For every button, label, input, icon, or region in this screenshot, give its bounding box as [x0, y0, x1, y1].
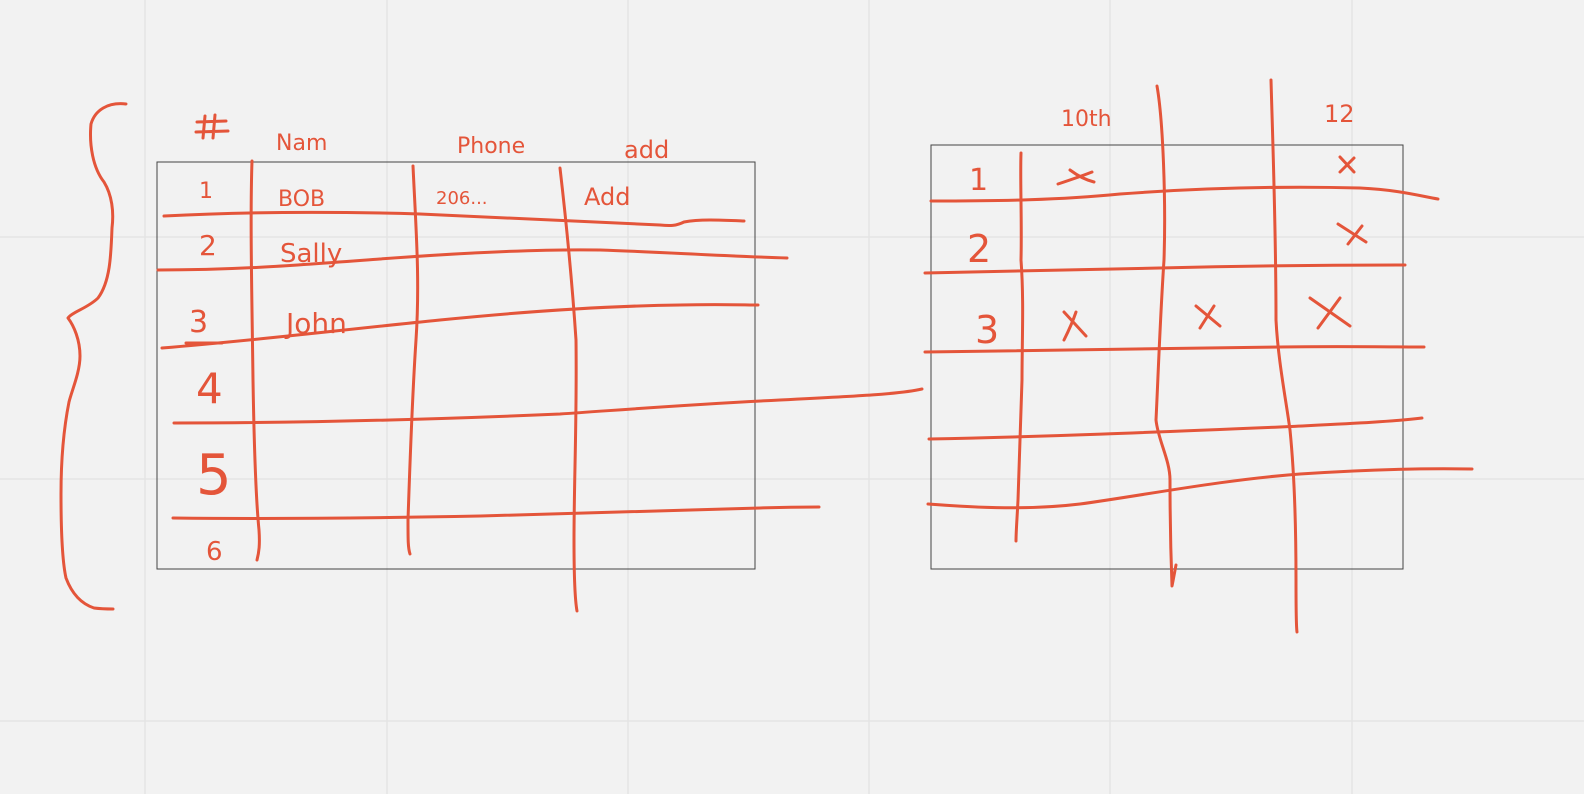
- x-mark[interactable]: [1336, 222, 1368, 246]
- left-row-number-4[interactable]: 4: [196, 364, 223, 413]
- right-table-row-line[interactable]: [926, 467, 1474, 510]
- left-header-address[interactable]: add: [624, 136, 669, 164]
- left-row-number-6[interactable]: 6: [206, 537, 223, 567]
- right-row-number-1[interactable]: 1: [969, 163, 988, 198]
- right-table-column-line[interactable]: [1154, 84, 1178, 588]
- right-table-frame[interactable]: [930, 144, 1404, 570]
- right-header-12[interactable]: 12: [1324, 100, 1355, 128]
- x-mark[interactable]: [1308, 296, 1352, 330]
- left-cell-name-1[interactable]: BOB: [278, 187, 325, 212]
- left-table-row-line[interactable]: [156, 248, 789, 272]
- x-mark[interactable]: [1338, 155, 1356, 174]
- left-row-number-1[interactable]: 1: [199, 179, 213, 204]
- ink-strokes: [59, 78, 1474, 634]
- left-table-row-line[interactable]: [171, 505, 821, 520]
- left-cell-name-3[interactable]: John: [284, 307, 347, 340]
- ink-text-layer: Nam Phone add 1 2 3 4 5 6 BOB 206... Add…: [189, 100, 1355, 567]
- right-table-row-line[interactable]: [923, 263, 1407, 275]
- right-table-row-line[interactable]: [923, 345, 1426, 354]
- right-table-row-line[interactable]: [929, 185, 1440, 203]
- right-row-number-3[interactable]: 3: [975, 308, 999, 352]
- right-table-column-line[interactable]: [1014, 151, 1025, 543]
- left-table-column-line[interactable]: [558, 166, 579, 613]
- left-row-number-2[interactable]: 2: [199, 229, 217, 262]
- left-table-column-line[interactable]: [249, 159, 261, 562]
- right-row-number-2[interactable]: 2: [967, 227, 991, 271]
- left-row-number-5[interactable]: 5: [196, 443, 232, 508]
- left-cell-name-2[interactable]: Sally: [280, 239, 342, 269]
- right-header-10th[interactable]: 10th: [1061, 107, 1112, 132]
- right-table-row-line[interactable]: [927, 416, 1424, 441]
- x-mark[interactable]: [1062, 310, 1088, 342]
- left-table-column-line[interactable]: [406, 164, 420, 556]
- x-mark[interactable]: [1056, 168, 1096, 186]
- x-mark[interactable]: [1194, 304, 1222, 330]
- left-table-row-line[interactable]: [162, 210, 746, 228]
- left-header-phone[interactable]: Phone: [457, 134, 525, 159]
- left-table-frame[interactable]: [156, 161, 756, 570]
- left-table-row-line[interactable]: [160, 303, 760, 350]
- left-table-row-line[interactable]: [172, 387, 924, 425]
- hash-header-mark[interactable]: [194, 113, 230, 140]
- curly-brace-stroke[interactable]: [59, 102, 128, 611]
- left-row-number-3[interactable]: 3: [189, 305, 208, 340]
- left-cell-phone-1[interactable]: 206...: [436, 188, 488, 209]
- right-table-column-line[interactable]: [1269, 78, 1299, 634]
- left-cell-address-1[interactable]: Add: [584, 183, 630, 211]
- left-header-name[interactable]: Nam: [276, 131, 327, 156]
